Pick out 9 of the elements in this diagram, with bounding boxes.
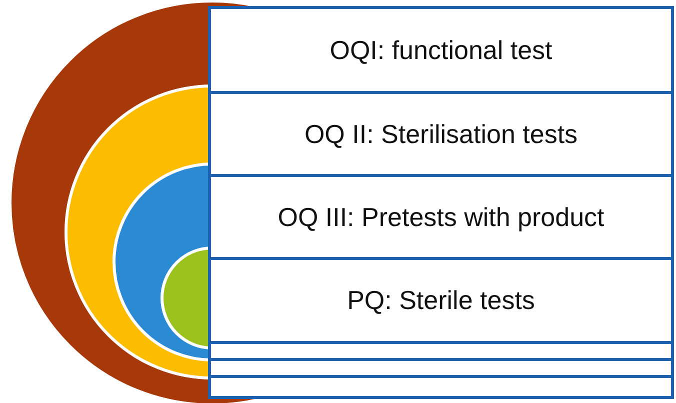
row-label: OQI: functional test: [330, 34, 552, 66]
table-row: [208, 91, 674, 177]
table-row: [208, 174, 674, 260]
table-row: [208, 6, 674, 94]
empty-row: [208, 375, 674, 399]
table-row: [208, 257, 674, 344]
row-label: OQ III: Pretests with product: [278, 202, 604, 232]
row-label: OQ II: Sterilisation tests: [304, 118, 578, 150]
row-label: PQ: Sterile tests: [347, 285, 535, 316]
